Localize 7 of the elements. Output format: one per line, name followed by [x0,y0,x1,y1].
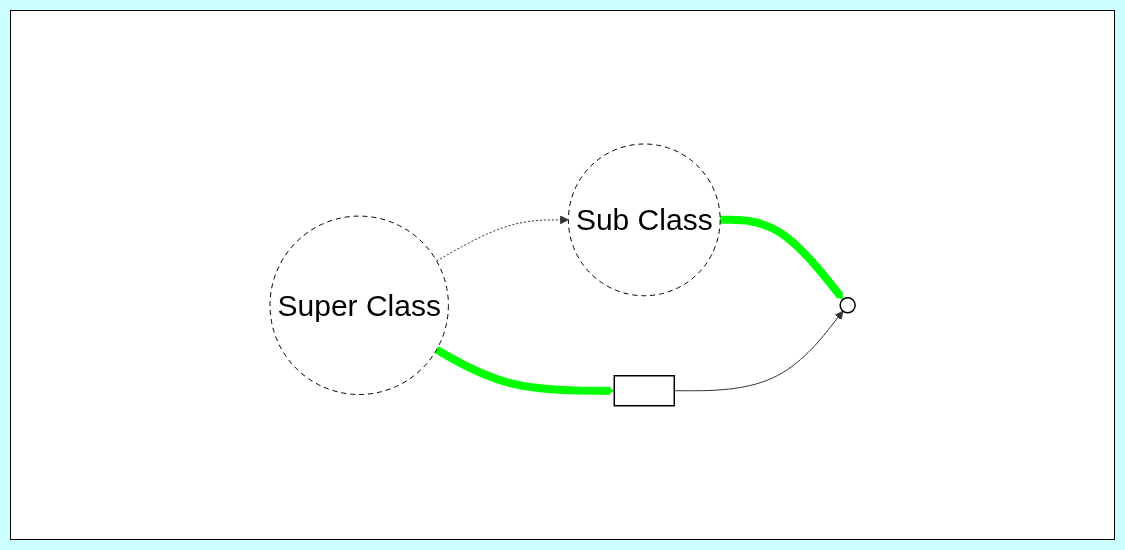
node-box [613,375,675,407]
arrow [436,215,569,262]
arrow [434,346,615,396]
node-circle: Super Class [269,215,449,396]
node-circle [839,297,856,314]
node-circle: Sub Class [567,143,721,297]
arrow [720,216,844,300]
